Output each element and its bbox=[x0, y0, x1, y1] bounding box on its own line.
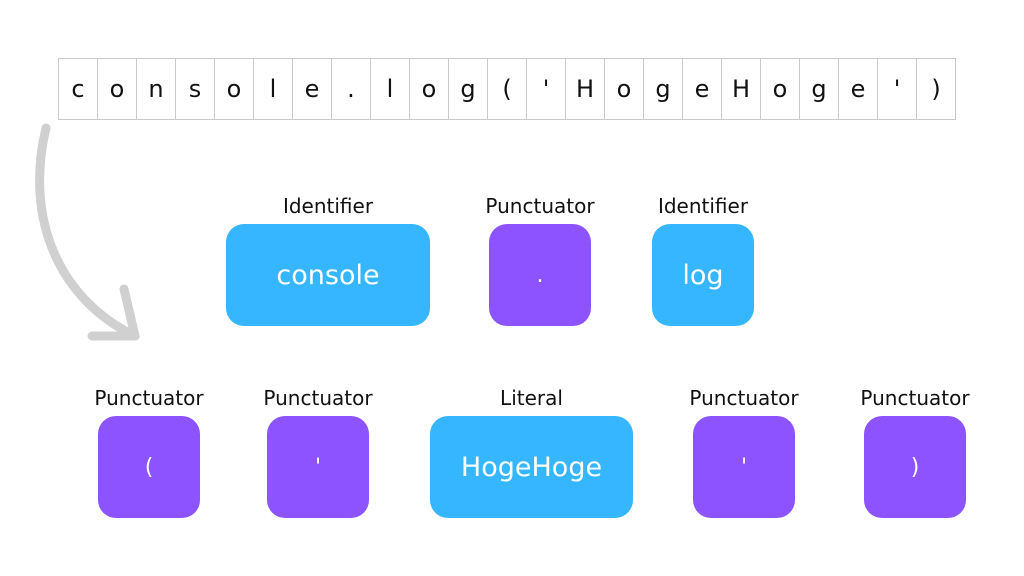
token-value-box: log bbox=[652, 224, 754, 326]
char-cell: s bbox=[176, 59, 215, 119]
char-cell: o bbox=[215, 59, 254, 119]
char-cell: ' bbox=[527, 59, 566, 119]
char-cell: e bbox=[683, 59, 722, 119]
char-cell: H bbox=[722, 59, 761, 119]
char-cell: ( bbox=[488, 59, 527, 119]
token-type-label: Literal bbox=[500, 386, 563, 410]
token-value-box: console bbox=[226, 224, 430, 326]
source-character-strip: c o n s o l e . l o g ( ' H o g e H o g … bbox=[58, 58, 956, 120]
token-value-box: ( bbox=[98, 416, 200, 518]
token-value-box: ' bbox=[267, 416, 369, 518]
char-cell: g bbox=[800, 59, 839, 119]
token-value-box: HogeHoge bbox=[430, 416, 633, 518]
char-cell: . bbox=[332, 59, 371, 119]
token-punctuator-open-quote: Punctuator ' bbox=[263, 386, 373, 518]
token-punctuator-close-paren: Punctuator ) bbox=[860, 386, 970, 518]
char-cell: c bbox=[59, 59, 98, 119]
char-cell: l bbox=[371, 59, 410, 119]
char-cell: ' bbox=[878, 59, 917, 119]
token-value-box: . bbox=[489, 224, 591, 326]
token-type-label: Punctuator bbox=[689, 386, 799, 410]
token-type-label: Identifier bbox=[657, 194, 749, 218]
char-cell: o bbox=[761, 59, 800, 119]
char-cell: g bbox=[644, 59, 683, 119]
char-cell: ) bbox=[917, 59, 956, 119]
char-cell: o bbox=[410, 59, 449, 119]
token-value-box: ' bbox=[693, 416, 795, 518]
token-identifier-console: Identifier console bbox=[226, 194, 430, 326]
token-type-label: Punctuator bbox=[94, 386, 204, 410]
char-cell: e bbox=[293, 59, 332, 119]
token-identifier-log: Identifier log bbox=[652, 194, 754, 326]
token-literal-hogehoge: Literal HogeHoge bbox=[430, 386, 633, 518]
char-cell: n bbox=[137, 59, 176, 119]
token-type-label: Identifier bbox=[282, 194, 374, 218]
char-cell: g bbox=[449, 59, 488, 119]
char-cell: o bbox=[98, 59, 137, 119]
token-value-box: ) bbox=[864, 416, 966, 518]
char-cell: H bbox=[566, 59, 605, 119]
token-punctuator-close-quote: Punctuator ' bbox=[689, 386, 799, 518]
token-type-label: Punctuator bbox=[860, 386, 970, 410]
token-type-label: Punctuator bbox=[485, 194, 595, 218]
token-punctuator-dot: Punctuator . bbox=[485, 194, 595, 326]
token-punctuator-open-paren: Punctuator ( bbox=[94, 386, 204, 518]
token-type-label: Punctuator bbox=[263, 386, 373, 410]
char-cell: l bbox=[254, 59, 293, 119]
char-cell: o bbox=[605, 59, 644, 119]
char-cell: e bbox=[839, 59, 878, 119]
